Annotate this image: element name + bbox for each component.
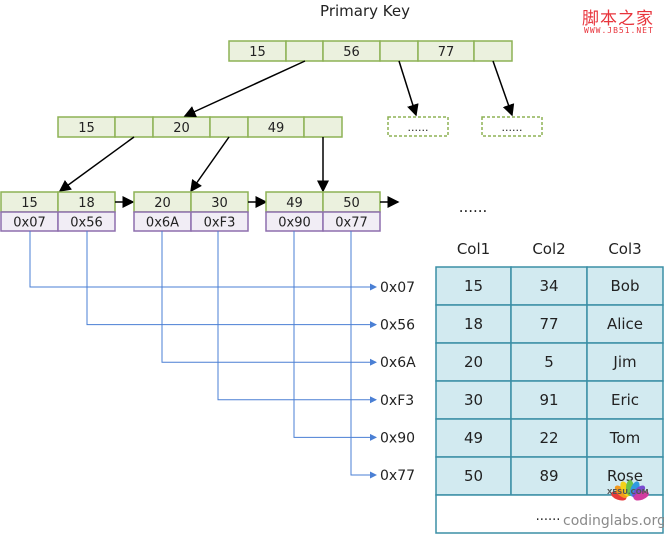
- placeholder-text: ......: [408, 121, 429, 134]
- pointer-arrow: [190, 136, 230, 193]
- internal-key-cell-text: 49: [268, 121, 285, 136]
- table-cell: [435, 380, 512, 420]
- internal-pointer-cell: [114, 116, 154, 138]
- table-cell: [435, 266, 512, 306]
- leaf-address-cell: [190, 211, 249, 232]
- internal-pointer-cell: [209, 116, 249, 138]
- leaf-key-cell-text: 20: [154, 196, 171, 211]
- table-cell-text: Eric: [611, 391, 639, 409]
- table-cell-text: 30: [464, 391, 483, 409]
- address-pointer-line: [217, 231, 377, 404]
- table-cell-text: 89: [539, 467, 558, 485]
- placeholder-node: [481, 116, 543, 137]
- address-label: 0x77: [380, 468, 415, 484]
- address-label: 0x90: [380, 430, 415, 446]
- internal-pointer-cell: [303, 116, 343, 138]
- table-cell: [586, 266, 664, 306]
- pointer-arrow: [398, 60, 419, 117]
- pointer-arrow: [58, 136, 135, 192]
- root-pointer-cell: [285, 40, 324, 62]
- internal-key-cell-text: 20: [173, 121, 190, 136]
- table-cell-text: 77: [539, 315, 558, 333]
- leaf-address-cell-text: 0x90: [278, 216, 311, 231]
- leaf-address-cell-text: 0x6A: [146, 216, 179, 231]
- pointer-arrow: [183, 60, 306, 118]
- address-label: 0x6A: [380, 355, 416, 371]
- table-cell-text: Alice: [607, 315, 643, 333]
- table-cell: [510, 380, 588, 420]
- leaf-key-cell-text: 50: [343, 196, 360, 211]
- table-header: Col2: [532, 240, 565, 258]
- leaf-address-cell-text: 0x77: [335, 216, 368, 231]
- table-cell-text: 22: [539, 429, 558, 447]
- leaf-key-cell-text: 49: [286, 196, 303, 211]
- root-pointer-cell: [379, 40, 419, 62]
- table-cell: [435, 304, 512, 344]
- address-pointer-line: [161, 231, 377, 366]
- internal-key-cell-text: 15: [78, 121, 95, 136]
- table-cell-text: Tom: [609, 429, 640, 447]
- leaf-key-cell-text: 30: [211, 196, 228, 211]
- table-cell-text: 18: [464, 315, 483, 333]
- table-cell: [586, 304, 664, 344]
- leaf-address-cell-text: 0xF3: [204, 216, 236, 231]
- leaf-key-cell-text: 18: [78, 196, 95, 211]
- watermark-text: codinglabs.org: [563, 513, 664, 529]
- address-pointer-line: [86, 231, 377, 329]
- watermark-petal: [633, 491, 649, 501]
- table-cell: [510, 456, 588, 496]
- leaf-address-cell-text: 0x56: [70, 216, 103, 231]
- logo-text: 脚本之家: [582, 9, 654, 29]
- address-pointer-line: [29, 231, 377, 291]
- leaf-key-cell-text: 15: [21, 196, 38, 211]
- table-cell-text: 91: [539, 391, 558, 409]
- table-cell: [510, 418, 588, 458]
- table-cell: [586, 418, 664, 458]
- table-cell: [586, 342, 664, 382]
- table-cell-text: Rose: [607, 467, 643, 485]
- logo-url: WWW.JB51.NET: [584, 26, 654, 35]
- address-pointer-line: [293, 231, 377, 441]
- pointer-arrow: [492, 60, 515, 117]
- table-cell-text: 5: [544, 353, 554, 371]
- table-ellipsis-row: [435, 494, 664, 534]
- root-key-cell-text: 15: [249, 45, 266, 60]
- address-label: 0x07: [380, 280, 415, 296]
- diagram-title: Primary Key: [320, 2, 410, 20]
- table-cell-text: 15: [464, 277, 483, 295]
- address-label: 0x56: [380, 318, 415, 334]
- root-pointer-cell: [473, 40, 513, 62]
- placeholder-node: [387, 116, 449, 137]
- table-cell-text: 50: [464, 467, 483, 485]
- root-key-cell-text: 56: [343, 45, 360, 60]
- table-cell-text: 34: [539, 277, 558, 295]
- table-ellipsis: ......: [536, 509, 561, 524]
- address-pointer-line: [350, 231, 377, 479]
- table-cell-text: 49: [464, 429, 483, 447]
- leaf-address-cell-text: 0x07: [13, 216, 46, 231]
- table-cell-text: Bob: [611, 277, 640, 295]
- table-cell: [510, 304, 588, 344]
- table-cell: [586, 380, 664, 420]
- table-cell-text: 20: [464, 353, 483, 371]
- watermark-badge: XESU.COM: [607, 488, 649, 496]
- root-key-cell-text: 77: [438, 45, 455, 60]
- leaf-ellipsis: ......: [459, 198, 488, 216]
- table-cell-text: Jim: [612, 353, 636, 371]
- table-header: Col3: [608, 240, 641, 258]
- table-header: Col1: [457, 240, 490, 258]
- address-label: 0xF3: [380, 393, 414, 409]
- placeholder-text: ......: [502, 121, 523, 134]
